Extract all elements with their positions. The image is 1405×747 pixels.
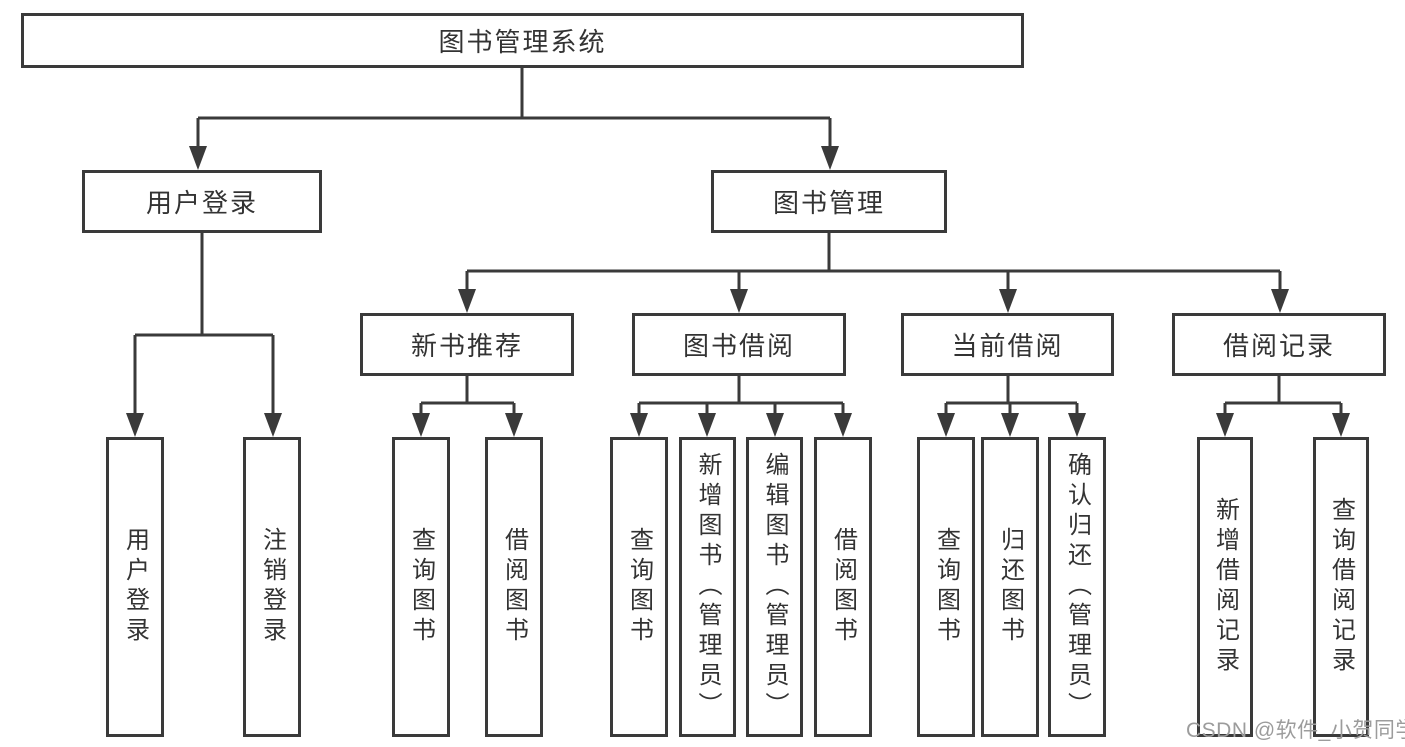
leaf-label: 用户登录 xyxy=(121,527,149,647)
leaf-query-borrow-record: 查询借阅记录 xyxy=(1313,437,1369,737)
leaf-label: 新增借阅记录 xyxy=(1211,497,1239,677)
node-book-borrowing: 图书借阅 xyxy=(632,313,846,376)
arrowheads xyxy=(126,146,1350,437)
node-user-login: 用户登录 xyxy=(82,170,322,233)
node-label: 图书管理系统 xyxy=(438,27,607,57)
node-label: 新书推荐 xyxy=(410,331,523,361)
leaf-add-books-admin: 新增图书（管理员） xyxy=(679,437,736,737)
leaf-label: 注销登录 xyxy=(258,527,286,647)
node-current-borrowing: 当前借阅 xyxy=(901,313,1114,376)
tree-edges xyxy=(133,68,1343,415)
leaf-label: 借阅图书 xyxy=(500,527,528,647)
node-book-management-system: 图书管理系统 xyxy=(21,13,1024,68)
leaf-query-books-recommend: 查询图书 xyxy=(392,437,450,737)
node-label: 当前借阅 xyxy=(951,331,1064,361)
leaf-label: 查询图书 xyxy=(932,527,960,647)
leaf-borrow-books-recommend: 借阅图书 xyxy=(485,437,543,737)
node-label: 图书管理 xyxy=(772,188,885,218)
leaf-query-books-current: 查询图书 xyxy=(917,437,975,737)
leaf-label: 查询图书 xyxy=(625,527,653,647)
leaf-user-login: 用户登录 xyxy=(106,437,164,737)
leaf-add-borrow-record: 新增借阅记录 xyxy=(1197,437,1253,737)
node-label: 图书借阅 xyxy=(682,331,795,361)
leaf-confirm-return-admin: 确认归还（管理员） xyxy=(1048,437,1106,737)
leaf-query-books-borrowing: 查询图书 xyxy=(610,437,668,737)
leaf-borrow-books: 借阅图书 xyxy=(814,437,872,737)
leaf-label: 新增图书（管理员） xyxy=(694,452,721,722)
leaf-label: 借阅图书 xyxy=(829,527,857,647)
node-label: 用户登录 xyxy=(145,188,258,218)
leaf-label: 查询借阅记录 xyxy=(1327,497,1355,677)
leaf-return-books: 归还图书 xyxy=(981,437,1039,737)
node-borrowing-records: 借阅记录 xyxy=(1172,313,1386,376)
node-book-management: 图书管理 xyxy=(711,170,947,233)
leaf-logout: 注销登录 xyxy=(243,437,301,737)
leaf-edit-books-admin: 编辑图书（管理员） xyxy=(746,437,803,737)
node-new-book-recommendation: 新书推荐 xyxy=(360,313,574,376)
csdn-watermark: CSDN @软件_小贺同学 xyxy=(1186,719,1405,742)
leaf-label: 确认归还（管理员） xyxy=(1063,452,1091,722)
node-label: 借阅记录 xyxy=(1222,331,1335,361)
leaf-label: 归还图书 xyxy=(996,527,1024,647)
leaf-label: 编辑图书（管理员） xyxy=(761,452,788,722)
leaf-label: 查询图书 xyxy=(407,527,435,647)
